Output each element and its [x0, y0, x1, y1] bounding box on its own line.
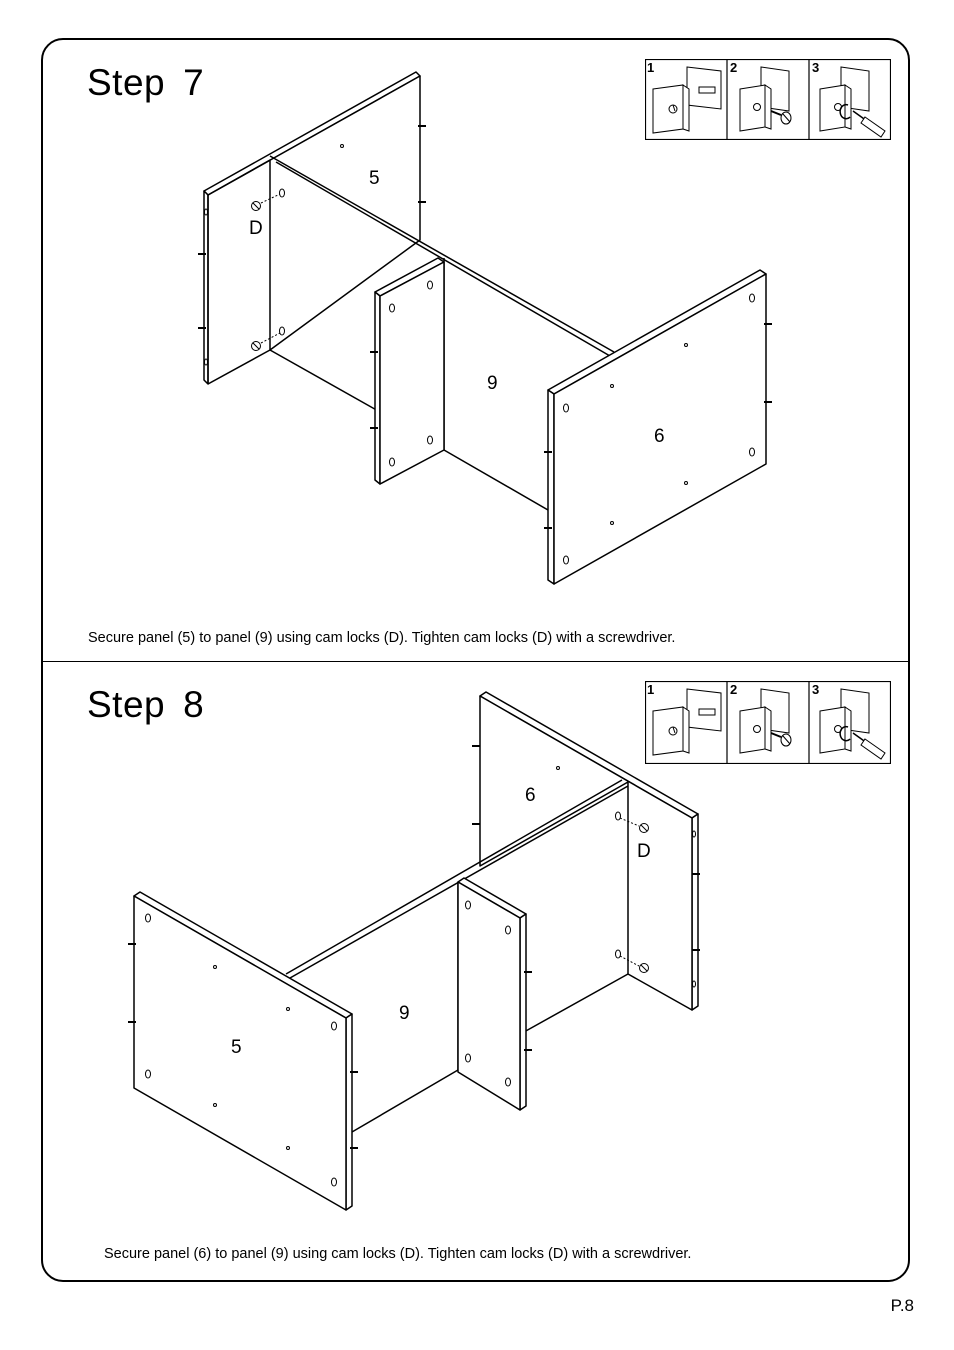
- cam-lock-icon: [739, 688, 792, 754]
- screwdriver-icon: [819, 688, 886, 760]
- step-8-number: 8: [183, 684, 205, 725]
- step-7-number: 7: [183, 62, 205, 103]
- inset-number-3: 3: [812, 60, 819, 75]
- dowel-icon: [652, 66, 722, 134]
- step-7-instruction: Secure panel (5) to panel (9) using cam …: [88, 630, 676, 646]
- cam-lock-icon: [739, 66, 792, 132]
- page-frame: [41, 38, 910, 1282]
- step-8-instruction: Secure panel (6) to panel (9) using cam …: [104, 1246, 692, 1262]
- inset-number-3: 3: [812, 682, 819, 697]
- step-8-cam-lock-inset: 1 2 3: [645, 681, 891, 764]
- step-8-word: Step: [87, 684, 166, 725]
- page-number: P.8: [890, 1296, 914, 1315]
- screwdriver-icon: [819, 66, 886, 138]
- inset-number-2: 2: [730, 682, 737, 697]
- inset-number-1: 1: [647, 682, 654, 697]
- step-7-title: Step 7: [87, 62, 204, 104]
- step-divider: [43, 661, 909, 662]
- inset-number-2: 2: [730, 60, 737, 75]
- step-7-cam-lock-inset: 1 2 3: [645, 59, 891, 140]
- inset-number-1: 1: [647, 60, 654, 75]
- step-8-inset-drawing: 1 2 3: [645, 681, 891, 764]
- step-8-title: Step 8: [87, 684, 204, 726]
- step-7-word: Step: [87, 62, 166, 103]
- step-7-inset-drawing: 1 2 3: [645, 59, 891, 140]
